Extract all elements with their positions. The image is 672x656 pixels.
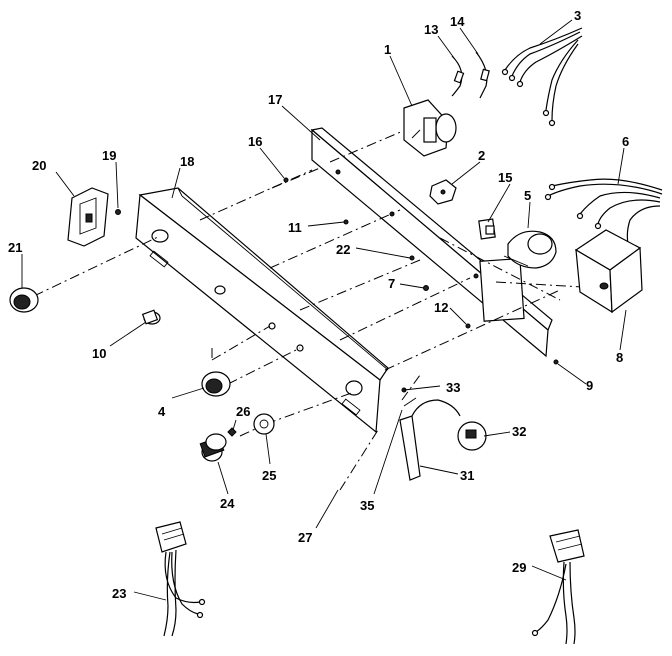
callout-32: 32 — [512, 424, 526, 439]
leader-lines — [21, 19, 627, 601]
callout-4: 4 — [158, 404, 166, 419]
callout-10: 10 — [92, 346, 106, 361]
wire-jumpers — [451, 51, 490, 99]
callout-1: 1 — [384, 42, 391, 57]
wire-harness-6 — [544, 178, 663, 250]
callout-2: 2 — [478, 148, 485, 163]
callout-16: 16 — [248, 134, 262, 149]
switch-part-15 — [478, 218, 496, 240]
callout-18: 18 — [180, 154, 194, 169]
callout-31: 31 — [460, 468, 474, 483]
callout-27: 27 — [298, 530, 312, 545]
callout-23: 23 — [112, 586, 126, 601]
box-part-8 — [574, 229, 643, 314]
harness-29 — [531, 529, 585, 645]
buzzer-part — [503, 230, 557, 269]
callout-17: 17 — [268, 92, 282, 107]
wire-harness-3 — [501, 27, 583, 127]
callout-24: 24 — [220, 496, 235, 511]
harness-23 — [155, 521, 206, 637]
alignment-lines — [33, 127, 601, 491]
timer-part — [403, 99, 457, 157]
callout-20: 20 — [32, 158, 46, 173]
callout-25: 25 — [262, 468, 276, 483]
knob-4 — [201, 371, 231, 397]
callout-9: 9 — [586, 378, 593, 393]
lamp-32 — [457, 421, 487, 451]
callout-19: 19 — [102, 148, 116, 163]
callout-6: 6 — [622, 134, 629, 149]
washer-25 — [253, 413, 275, 435]
callout-labels: 1 2 3 4 5 6 7 8 9 10 11 12 13 14 15 16 1… — [8, 8, 629, 601]
knob-21 — [9, 287, 39, 313]
rear-bracket — [310, 127, 553, 358]
console-panel — [135, 187, 389, 434]
callout-8: 8 — [616, 350, 623, 365]
knob-24 — [199, 433, 227, 462]
bracket-31 — [399, 397, 461, 481]
callout-29: 29 — [512, 560, 526, 575]
callout-33: 33 — [446, 380, 460, 395]
callout-14: 14 — [450, 14, 465, 29]
switch-housing-20 — [67, 187, 109, 247]
callout-21: 21 — [8, 240, 22, 255]
callout-26: 26 — [236, 404, 250, 419]
callout-13: 13 — [424, 22, 438, 37]
spacer-10 — [141, 309, 161, 325]
callout-7: 7 — [388, 276, 395, 291]
callout-11: 11 — [288, 220, 302, 235]
callout-22: 22 — [336, 242, 350, 257]
callout-15: 15 — [498, 170, 512, 185]
fasteners — [115, 177, 559, 437]
callout-35: 35 — [360, 498, 374, 513]
callout-12: 12 — [434, 300, 448, 315]
callout-3: 3 — [574, 8, 581, 23]
callout-5: 5 — [524, 188, 531, 203]
switch-part-2 — [429, 179, 457, 205]
